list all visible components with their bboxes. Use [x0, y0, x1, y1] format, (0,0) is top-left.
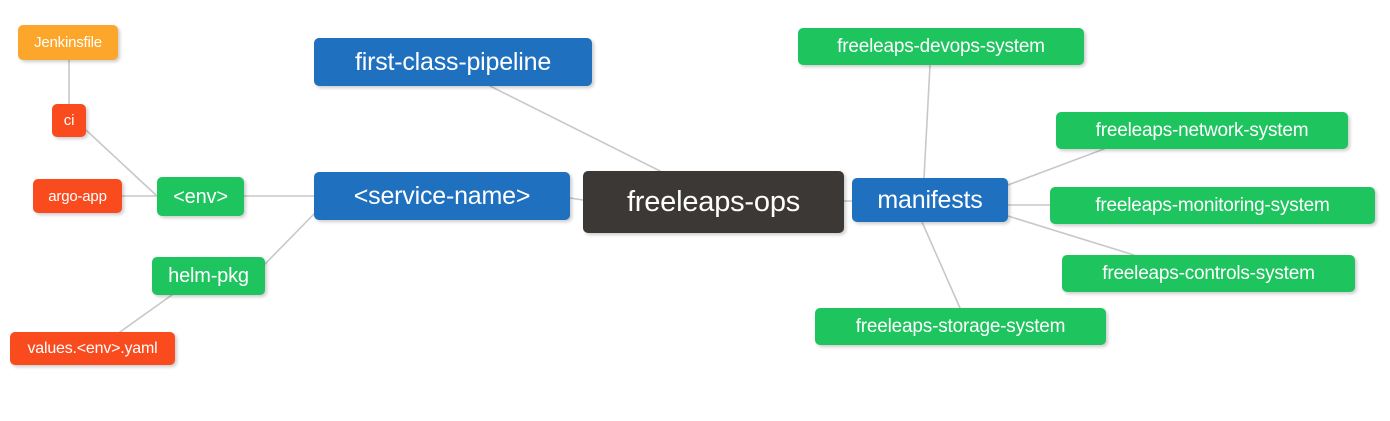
node-label-values-env-yaml: values.<env>.yaml: [27, 339, 158, 357]
edge-first-class-pipeline-to-freeleaps-ops: [489, 85, 661, 172]
node-manifests[interactable]: manifests: [852, 178, 1008, 222]
edge-service-name-to-freeleaps-ops: [569, 197, 584, 201]
node-label-freeleaps-storage-system: freeleaps-storage-system: [855, 316, 1066, 337]
edge-manifests-to-freeleaps-network-system: [1007, 148, 1105, 186]
node-label-env: <env>: [173, 185, 228, 208]
node-first-class-pipeline[interactable]: first-class-pipeline: [314, 38, 592, 86]
node-argo-app[interactable]: argo-app: [33, 179, 122, 213]
node-label-helm-pkg: helm-pkg: [168, 265, 249, 287]
node-freeleaps-ops[interactable]: freeleaps-ops: [583, 171, 844, 233]
node-jenkinsfile[interactable]: Jenkinsfile: [18, 25, 118, 60]
node-label-ci: ci: [63, 112, 75, 129]
edge-manifests-to-freeleaps-storage-system: [921, 221, 961, 309]
edge-helm-pkg-to-values-env-yaml: [119, 291, 177, 333]
node-label-service-name: <service-name>: [353, 181, 531, 210]
edge-manifests-to-freeleaps-devops-system: [923, 64, 931, 179]
node-freeleaps-controls-system[interactable]: freeleaps-controls-system: [1062, 255, 1355, 292]
node-label-freeleaps-controls-system: freeleaps-controls-system: [1102, 263, 1315, 284]
node-freeleaps-devops-system[interactable]: freeleaps-devops-system: [798, 28, 1084, 65]
node-label-freeleaps-devops-system: freeleaps-devops-system: [837, 36, 1045, 57]
node-label-freeleaps-network-system: freeleaps-network-system: [1095, 120, 1309, 141]
node-values-env-yaml[interactable]: values.<env>.yaml: [10, 332, 175, 365]
node-label-manifests: manifests: [877, 185, 983, 214]
node-helm-pkg[interactable]: helm-pkg: [152, 257, 265, 295]
node-label-first-class-pipeline: first-class-pipeline: [354, 47, 552, 76]
node-freeleaps-network-system[interactable]: freeleaps-network-system: [1056, 112, 1348, 149]
node-ci[interactable]: ci: [52, 104, 86, 137]
node-env[interactable]: <env>: [157, 177, 244, 216]
node-label-freeleaps-ops: freeleaps-ops: [626, 185, 801, 218]
node-service-name[interactable]: <service-name>: [314, 172, 570, 220]
node-freeleaps-storage-system[interactable]: freeleaps-storage-system: [815, 308, 1106, 345]
node-label-freeleaps-monitoring-system: freeleaps-monitoring-system: [1095, 195, 1330, 216]
node-label-argo-app: argo-app: [48, 187, 107, 205]
node-label-jenkinsfile: Jenkinsfile: [34, 34, 102, 51]
node-freeleaps-monitoring-system[interactable]: freeleaps-monitoring-system: [1050, 187, 1375, 224]
edge-service-name-to-helm-pkg: [264, 213, 315, 265]
